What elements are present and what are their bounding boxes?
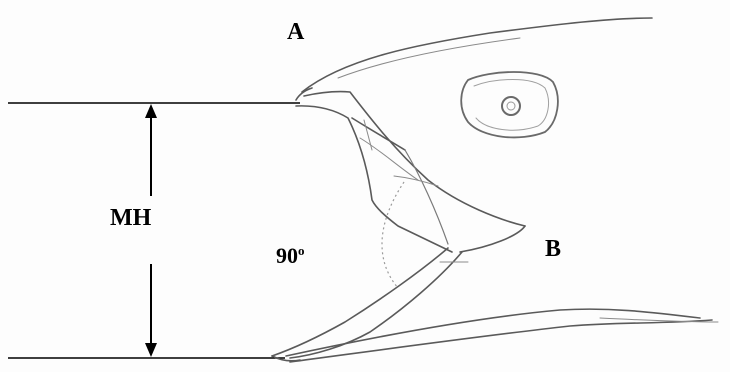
upper-jaw — [296, 92, 525, 252]
label-point-a: A — [287, 20, 304, 44]
head-outline — [296, 18, 652, 100]
angle-arc — [382, 182, 404, 288]
ventral-outline — [286, 309, 718, 362]
eye — [461, 72, 558, 137]
angle-unit: o — [298, 243, 305, 258]
angle-value: 90 — [276, 243, 298, 268]
label-gape-angle: 90o — [276, 244, 305, 267]
pupil — [502, 97, 520, 115]
label-mouth-height: MH — [110, 206, 151, 230]
label-point-b: B — [545, 237, 561, 261]
